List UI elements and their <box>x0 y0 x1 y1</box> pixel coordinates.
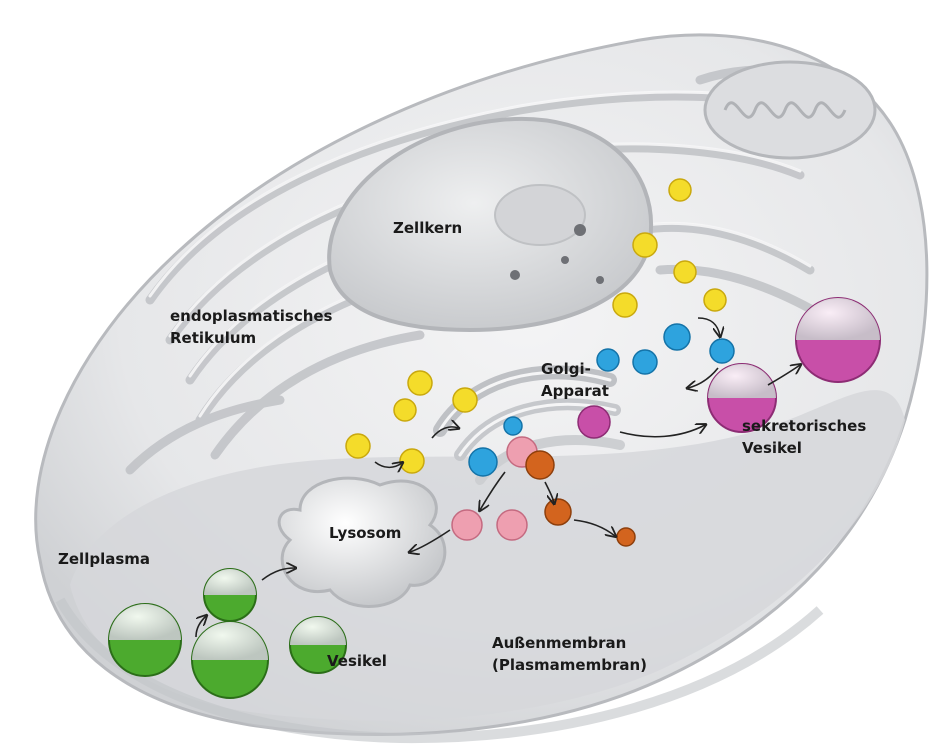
label-aussenmembran: Außenmembran (Plasmamembran) <box>492 632 647 676</box>
label-lysosom: Lysosom <box>329 522 401 544</box>
mitochondrion <box>705 62 875 158</box>
label-endoplasmatisches-retikulum: endoplasmatisches Retikulum <box>170 305 333 349</box>
nucleolus <box>495 185 585 245</box>
label-golgi-apparat: Golgi- Apparat <box>541 358 609 402</box>
label-er-line1: endoplasmatisches <box>170 305 333 327</box>
label-vesikel: Vesikel <box>327 650 387 672</box>
label-sekret-line2: Vesikel <box>742 437 866 459</box>
label-zellplasma: Zellplasma <box>58 548 150 570</box>
label-aussen-line1: Außenmembran <box>492 632 647 654</box>
label-golgi-line1: Golgi- <box>541 358 609 380</box>
label-er-line2: Retikulum <box>170 327 333 349</box>
label-sekretorisches-vesikel: sekretorisches Vesikel <box>742 415 866 459</box>
label-sekret-line1: sekretorisches <box>742 415 866 437</box>
label-aussen-line2: (Plasmamembran) <box>492 654 647 676</box>
label-golgi-line2: Apparat <box>541 380 609 402</box>
label-zellkern: Zellkern <box>393 217 462 239</box>
